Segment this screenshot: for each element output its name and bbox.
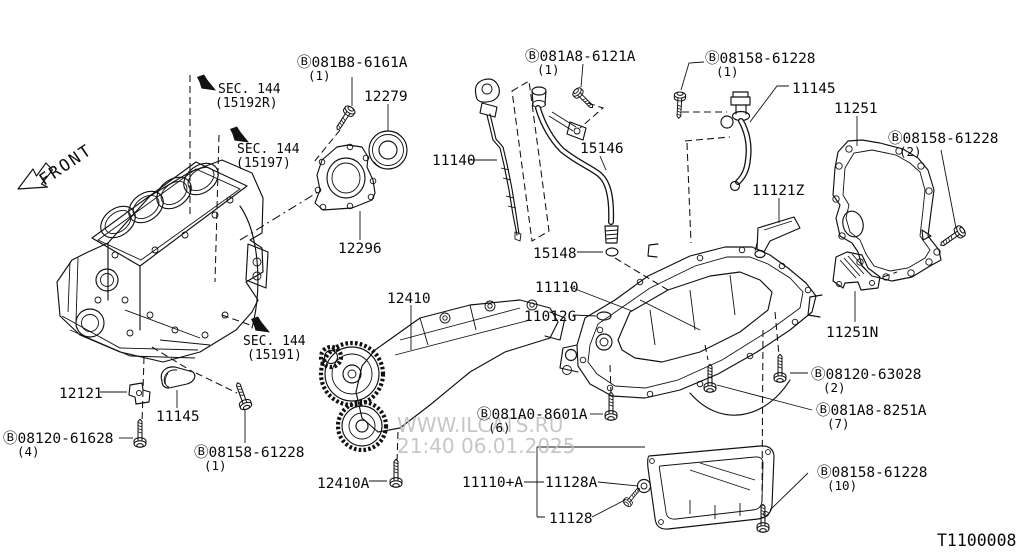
label-081b8-6161a: Ⓑ081B8-6161A bbox=[297, 54, 408, 71]
label-08158-61228-d-qty: (10) bbox=[827, 478, 857, 493]
label-12121: 12121 bbox=[59, 386, 103, 402]
label-12410: 12410 bbox=[387, 291, 431, 307]
label-08120-63028: Ⓑ08120-63028 bbox=[811, 366, 922, 383]
bolt-08158-61228-b-drawing bbox=[936, 223, 968, 251]
label-11110: 11110 bbox=[535, 280, 579, 296]
sec-arrow-15192r bbox=[197, 74, 216, 91]
label-11128a: 11128A bbox=[545, 475, 598, 491]
label-08120-63028-qty: (2) bbox=[823, 380, 846, 395]
label-081a8-6121a: Ⓑ081A8-6121A bbox=[525, 48, 636, 65]
label-081a0-8601a: Ⓑ081A0-8601A bbox=[477, 406, 588, 423]
part-number-labels: Ⓑ081B8-6161A (1) 12279 12296 Ⓑ081A8-6121… bbox=[3, 48, 999, 527]
watermark-datetime: 21:40 06.01.2025 bbox=[397, 434, 576, 458]
section-ref-labels: SEC. 144 (15192R) SEC. 144 (15197) SEC. … bbox=[215, 82, 306, 363]
sec-144-15191-line2: (15191) bbox=[247, 348, 302, 363]
label-08158-61228-a: Ⓑ08158-61228 bbox=[705, 50, 816, 67]
sec-144-15192r-line2: (15192R) bbox=[215, 96, 278, 111]
label-081a8-8251a-qty: (7) bbox=[827, 416, 850, 431]
label-15148: 15148 bbox=[533, 246, 577, 262]
bolt-08120-63028-drawing bbox=[773, 353, 787, 383]
label-11251: 11251 bbox=[834, 101, 878, 117]
dipstick-drawing bbox=[474, 78, 522, 242]
label-081a8-6121a-qty: (1) bbox=[537, 62, 560, 77]
label-11145-spacer: 11145 bbox=[156, 409, 200, 425]
label-11145-filler: 11145 bbox=[792, 81, 836, 97]
bolt-081a8-8251a-drawing bbox=[703, 363, 717, 393]
oil-tube-drawing bbox=[531, 86, 619, 244]
spacer-11145-drawing bbox=[160, 366, 196, 389]
watermark: WWW.ILCATS.RU 21:40 06.01.2025 bbox=[397, 413, 576, 458]
label-081a8-8251a: Ⓑ081A8-8251A bbox=[816, 402, 927, 419]
label-11128: 11128 bbox=[549, 511, 593, 527]
label-11110-plus-a: 11110+A bbox=[462, 475, 523, 491]
lower-oil-pan-drawing bbox=[647, 445, 775, 530]
filler-tube-drawing bbox=[720, 91, 752, 192]
label-08120-61628-qty: (4) bbox=[17, 444, 40, 459]
diagram-code: T1100008 bbox=[937, 531, 1016, 550]
bolt-081a8-6121a-drawing bbox=[570, 85, 597, 112]
sec-144-15191-line1: SEC. 144 bbox=[243, 334, 306, 349]
label-08158-61228-c-qty: (1) bbox=[204, 458, 227, 473]
bolt-08120-61628-drawing bbox=[133, 418, 147, 448]
label-11140: 11140 bbox=[432, 153, 476, 169]
label-08158-61228-b-qty: (2) bbox=[899, 144, 922, 159]
front-direction-arrow: FRONT bbox=[17, 140, 96, 190]
bolt-081b8-6161a-drawing bbox=[332, 103, 357, 134]
upper-oil-pan-drawing bbox=[559, 243, 823, 416]
label-11121z: 11121Z bbox=[752, 183, 805, 199]
label-15146: 15146 bbox=[580, 141, 624, 157]
balancer-unit-drawing bbox=[318, 299, 566, 453]
o-ring-15148-drawing bbox=[605, 247, 619, 257]
bracket-12121-drawing bbox=[128, 382, 151, 405]
leader-lines bbox=[100, 61, 957, 518]
bolt-08158-61228-a-drawing bbox=[672, 91, 687, 120]
drain-plug-11012g-drawing bbox=[596, 311, 612, 321]
drain-plug-11128-drawing bbox=[621, 484, 644, 509]
watermark-site: WWW.ILCATS.RU bbox=[397, 413, 563, 437]
bolt-08158-61228-c-drawing bbox=[231, 380, 254, 412]
sec-144-15197-line2: (15197) bbox=[236, 156, 291, 171]
sec-arrow-15197 bbox=[230, 126, 249, 143]
label-08120-61628: Ⓑ08120-61628 bbox=[3, 430, 114, 447]
label-081b8-6161a-qty: (1) bbox=[308, 68, 331, 83]
label-08158-61228-b: Ⓑ08158-61228 bbox=[888, 130, 999, 147]
crankshaft-seal-drawing bbox=[368, 130, 408, 170]
label-11012g: 11012G bbox=[524, 309, 576, 325]
sec-144-15197-line1: SEC. 144 bbox=[237, 142, 300, 157]
dashed-leader-lines bbox=[141, 75, 898, 503]
label-12296: 12296 bbox=[338, 241, 382, 257]
label-11251n: 11251N bbox=[826, 325, 878, 341]
rear-plate-drawing bbox=[832, 139, 942, 282]
rear-plate-bracket-drawing bbox=[832, 251, 881, 291]
label-08158-61228-d: Ⓑ08158-61228 bbox=[817, 464, 928, 481]
bolt-12410a-drawing bbox=[389, 458, 403, 488]
label-081a0-8601a-qty: (6) bbox=[488, 420, 511, 435]
label-12279: 12279 bbox=[364, 89, 408, 105]
label-08158-61228-a-qty: (1) bbox=[716, 64, 739, 79]
seal-retainer-plate-drawing bbox=[314, 143, 377, 211]
sec-144-15192r-line1: SEC. 144 bbox=[218, 82, 281, 97]
label-08158-61228-c: Ⓑ08158-61228 bbox=[194, 444, 305, 461]
engine-block-drawing bbox=[56, 159, 269, 363]
label-12410a: 12410A bbox=[317, 476, 370, 492]
